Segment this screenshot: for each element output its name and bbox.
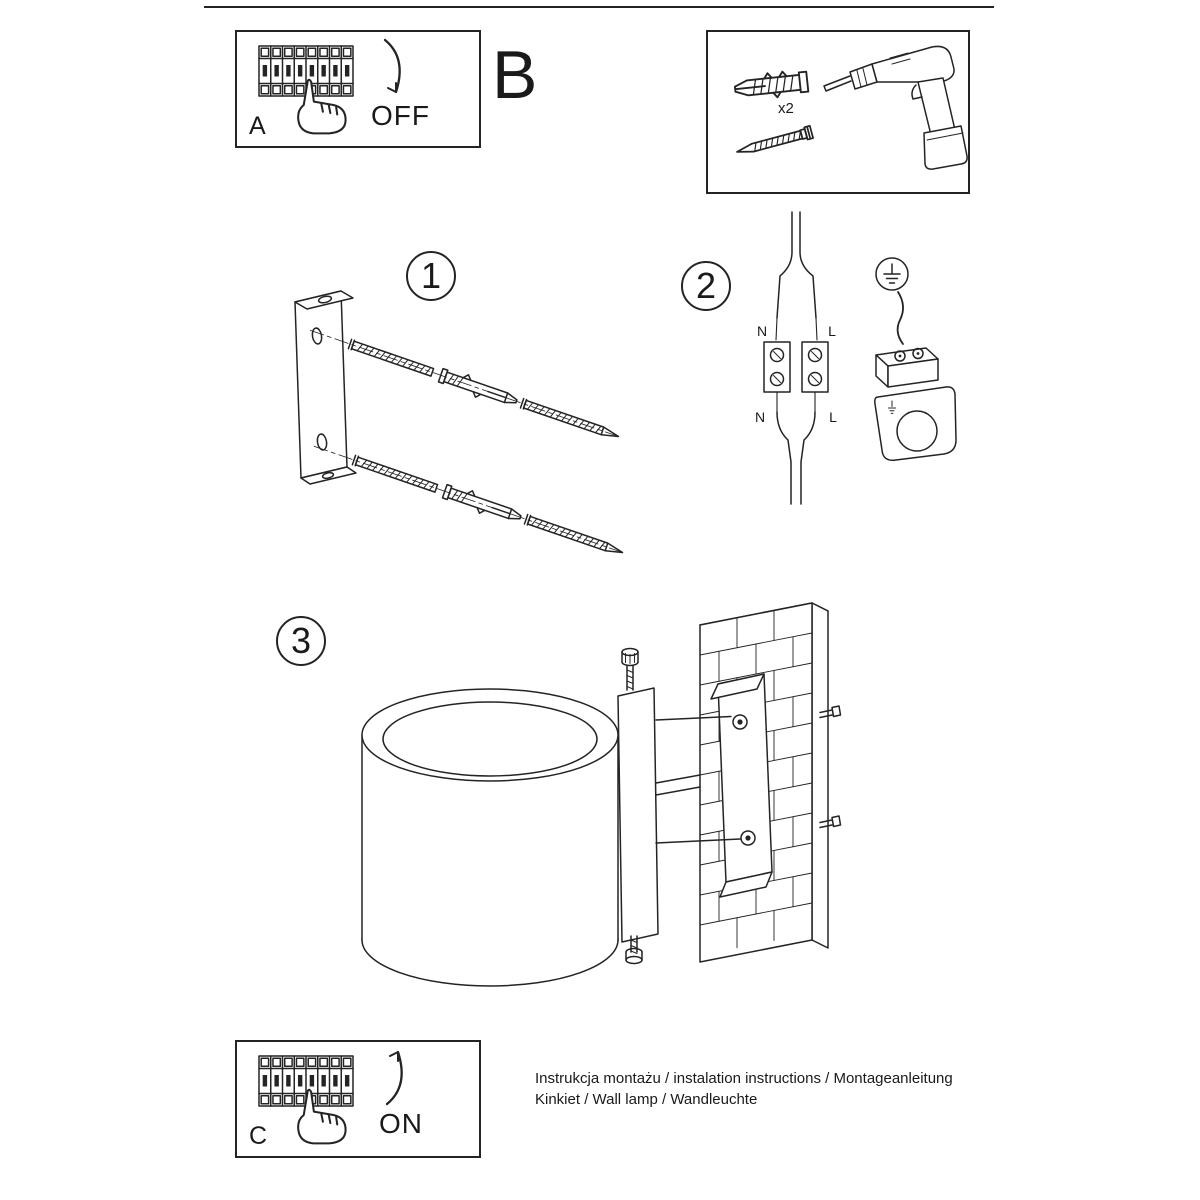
on-arrow-icon <box>385 1050 403 1106</box>
terminal-block <box>763 341 829 393</box>
panel-c-label: C <box>249 1122 268 1150</box>
plug-count-label: x2 <box>778 100 794 117</box>
footer-line-2: Kinkiet / Wall lamp / Wandleuchte <box>535 1091 758 1108</box>
wire-label-n-bottom: N <box>755 409 765 425</box>
step-2-illustration: N L N L <box>755 211 957 505</box>
fixing-screw-top <box>621 647 639 691</box>
step-1-illustration <box>294 290 631 564</box>
mains-cable <box>776 211 817 319</box>
section-b-label: B <box>492 37 538 113</box>
panel-a-box: A OFF <box>235 30 481 148</box>
step-3-illustration <box>361 602 842 987</box>
footer-line-1: Instrukcja montażu / instalation instruc… <box>535 1070 953 1087</box>
panel-c-box: C ON <box>235 1040 481 1158</box>
step-3-badge: 3 <box>276 616 326 666</box>
hardware-box: x2 <box>706 30 970 194</box>
panel-a-label: A <box>249 112 266 140</box>
screw-icon <box>736 124 814 153</box>
wire-label-l-bottom: L <box>829 409 837 425</box>
mounting-bracket <box>294 290 357 485</box>
page-top-rule <box>204 6 994 8</box>
step-1-badge: 1 <box>406 251 456 301</box>
step-3-number: 3 <box>290 620 312 661</box>
earth-terminal <box>874 347 957 462</box>
wire-label-n-top: N <box>757 323 767 339</box>
earth-symbol-icon <box>875 257 909 291</box>
breaker-on-illustration <box>258 1050 403 1145</box>
wall-side-screws <box>819 705 842 829</box>
bare-wire-tips-top <box>775 317 818 341</box>
power-state-off: OFF <box>371 100 430 131</box>
hardware-illustration <box>733 45 968 170</box>
anchor-assembly-bottom <box>310 436 631 564</box>
off-arrow-icon <box>383 38 401 94</box>
lamp-body <box>361 688 619 987</box>
drill-icon <box>823 45 968 170</box>
step-1-number: 1 <box>420 255 442 296</box>
power-state-on: ON <box>379 1108 423 1139</box>
wall-plug-icon <box>733 70 810 99</box>
anchor-assembly-top <box>306 320 627 448</box>
step-2-number: 2 <box>695 265 717 306</box>
bare-wire-tips-bottom <box>776 391 816 413</box>
output-cable <box>776 411 816 505</box>
step-2-badge: 2 <box>681 261 731 311</box>
fixing-screw-bottom <box>625 935 643 965</box>
earth-wire <box>896 291 904 345</box>
mounting-plate <box>617 687 659 943</box>
footer-text: Instrukcja montażu / instalation instruc… <box>535 1068 995 1110</box>
alignment-lines <box>655 715 741 844</box>
breaker-off-illustration <box>258 38 401 135</box>
wire-label-l-top: L <box>828 323 836 339</box>
wall-bracket <box>710 673 773 898</box>
